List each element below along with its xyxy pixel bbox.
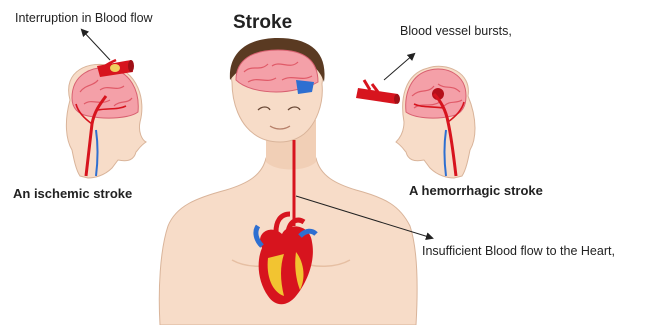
ischemic-head-illustration (66, 60, 146, 178)
arrow-interruption (82, 30, 110, 60)
burst-vessel-icon (356, 80, 400, 104)
label-ischemic-stroke: An ischemic stroke (13, 186, 132, 201)
label-hemorrhagic-stroke: A hemorrhagic stroke (409, 183, 543, 198)
arrow-vessel-bursts (384, 54, 414, 80)
label-heart-blood-flow: Insufficient Blood flow to the Heart, (422, 244, 615, 258)
label-vessel-bursts: Blood vessel bursts, (400, 24, 512, 38)
diagram-title: Stroke (233, 12, 292, 34)
hemorrhagic-head-illustration (396, 66, 475, 178)
label-interruption: Interruption in Blood flow (15, 11, 153, 25)
